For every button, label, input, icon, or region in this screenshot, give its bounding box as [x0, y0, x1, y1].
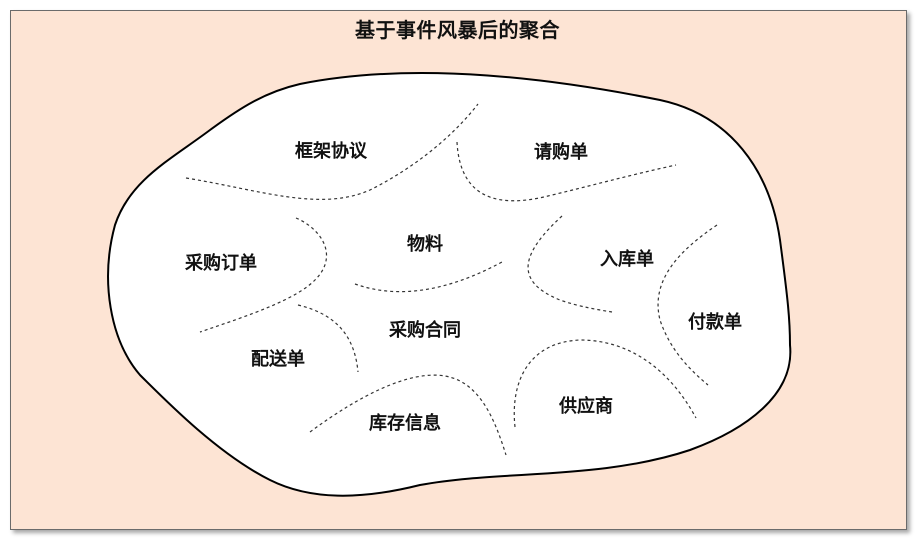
label-inbound-receipt: 入库单 — [600, 249, 654, 270]
divider-inventory-top — [309, 374, 507, 456]
divider-request-right — [456, 141, 677, 202]
divider-payment-left — [657, 224, 718, 386]
divider-order-material — [199, 217, 328, 333]
label-material: 物料 — [407, 234, 443, 255]
label-purchase-request: 请购单 — [534, 142, 588, 163]
label-inventory-info: 库存信息 — [369, 413, 441, 434]
label-framework-agreement: 框架协议 — [295, 141, 367, 162]
divider-material-bottom — [354, 261, 503, 293]
label-purchase-contract: 采购合同 — [389, 320, 461, 341]
label-supplier: 供应商 — [559, 396, 613, 417]
label-payment-voucher: 付款单 — [688, 312, 742, 333]
label-purchase-order: 采购订单 — [185, 253, 257, 274]
aggregate-boundary — [107, 72, 792, 497]
diagram-title: 基于事件风暴后的聚合 — [355, 18, 560, 42]
divider-delivery-right — [297, 304, 359, 373]
divider-framework-left — [185, 103, 479, 200]
label-delivery-note: 配送单 — [251, 349, 305, 370]
